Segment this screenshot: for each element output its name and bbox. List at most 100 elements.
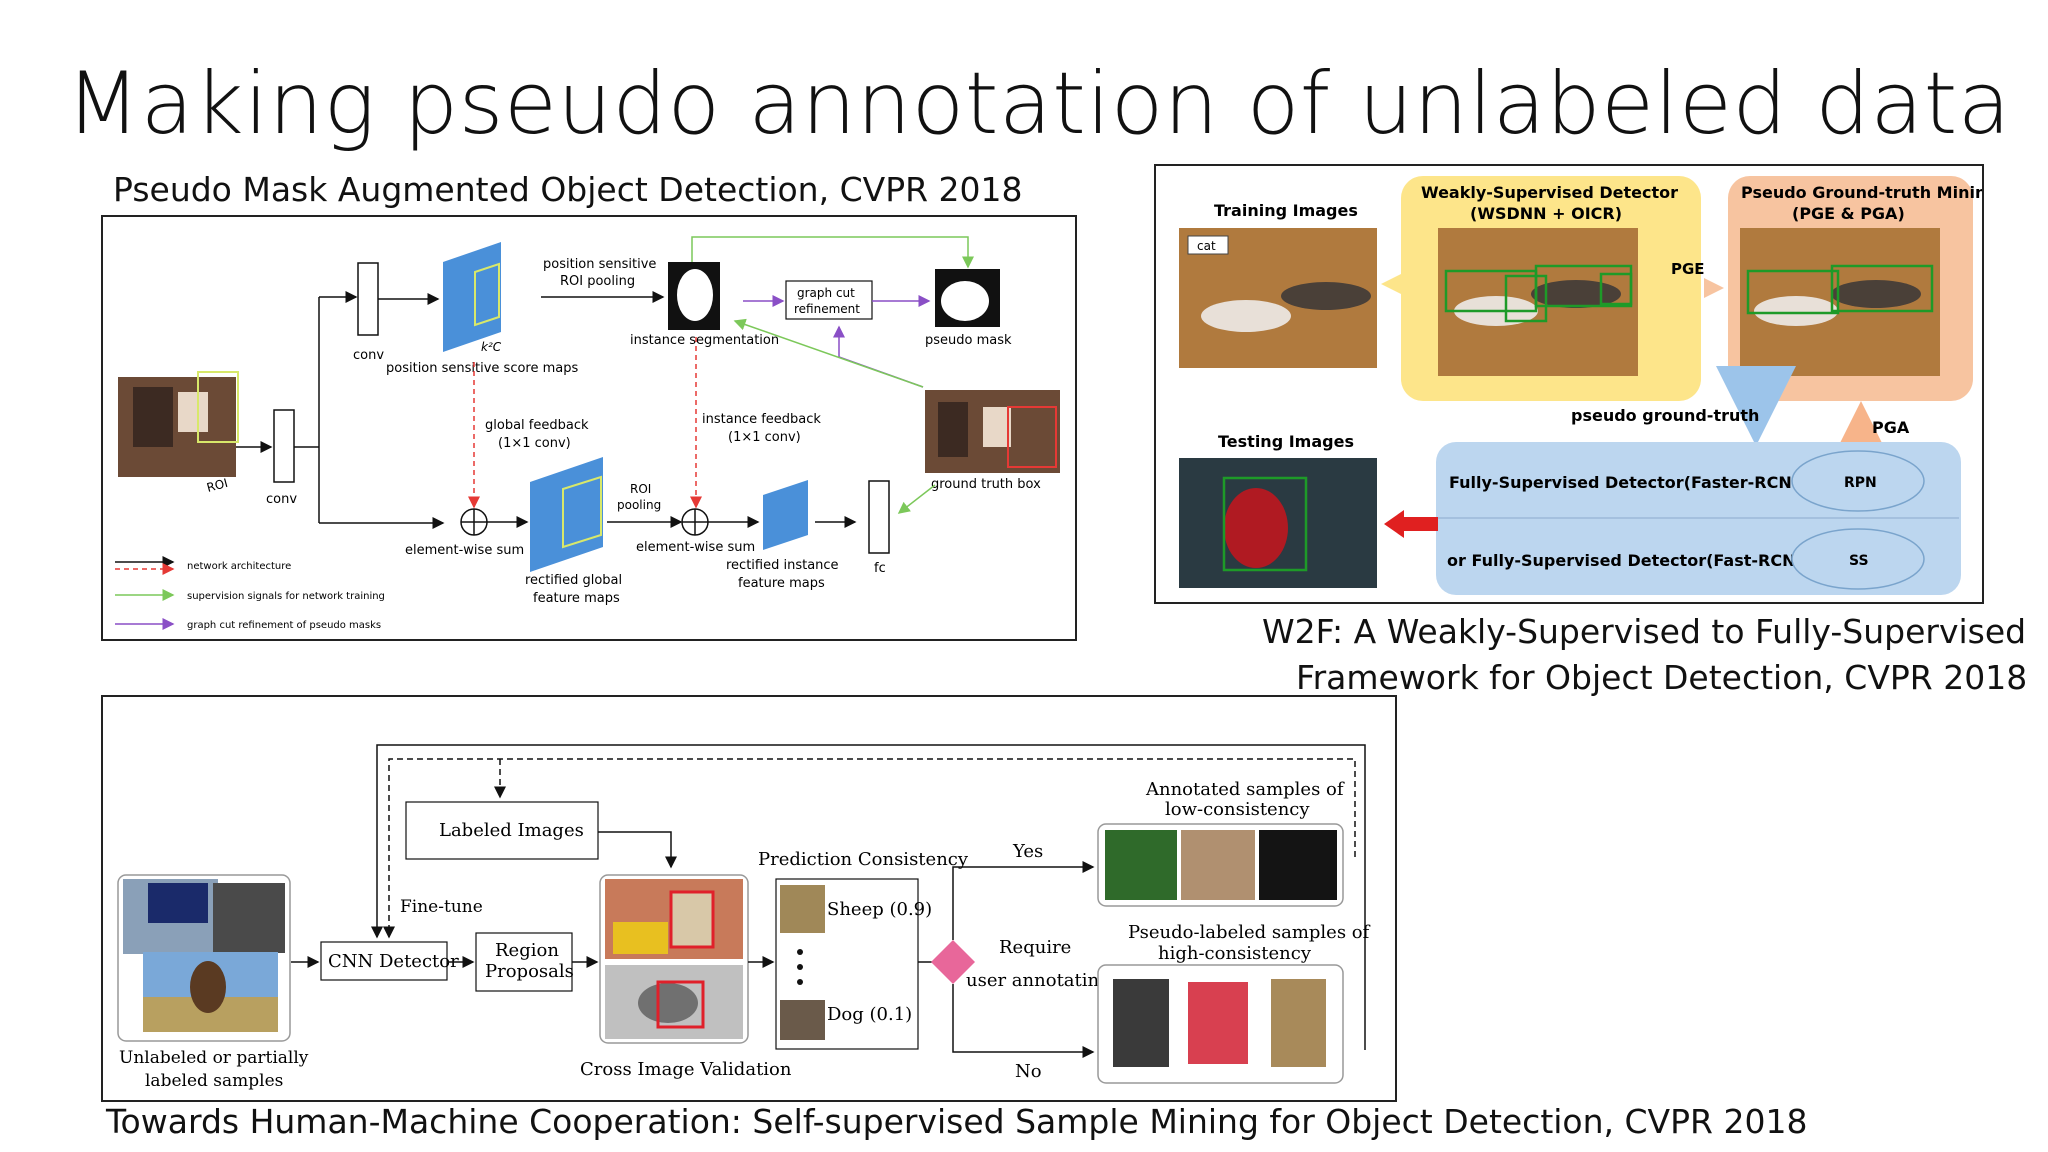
ssm-caption: Towards Human-Machine Cooperation: Self-…	[106, 1102, 1808, 1141]
unlabeled-label-2: labeled samples	[145, 1071, 283, 1091]
global-feedback-1: global feedback	[485, 418, 589, 433]
fc-label: fc	[874, 561, 886, 576]
sheep-label: Sheep (0.9)	[827, 899, 932, 920]
pmaod-caption: Pseudo Mask Augmented Object Detection, …	[113, 170, 1023, 209]
pseudo-label-2: high-consistency	[1158, 943, 1312, 964]
annotated-samples-photos	[1105, 830, 1337, 900]
instance-segmentation-image	[668, 262, 720, 330]
graph-cut-label-1: graph cut	[797, 286, 855, 300]
annotated-label-1: Annotated samples of	[1145, 779, 1345, 800]
ssm-diagram: Labeled Images Fine-tune Unlabeled or pa…	[117, 744, 1371, 1091]
w2f-caption-1: W2F: A Weakly-Supervised to Fully-Superv…	[1262, 612, 2027, 651]
dog-thumb	[780, 1000, 825, 1040]
rectified-global-1: rectified global	[525, 573, 622, 588]
yes-label: Yes	[1012, 841, 1043, 862]
labeled-images-box	[405, 801, 599, 860]
pseudo-label-1: Pseudo-labeled samples of	[1128, 922, 1371, 943]
region-label-2: Proposals	[485, 961, 574, 982]
cat-tag	[1187, 235, 1229, 255]
rectified-global-maps	[530, 457, 603, 572]
elementwise-label-1: element-wise sum	[405, 543, 524, 558]
instance-seg-label: instance segmentation	[630, 333, 779, 348]
cnn-detector-box[interactable]	[320, 941, 448, 981]
ssm-panel: Labeled Images Fine-tune Unlabeled or pa…	[101, 695, 1397, 1102]
ground-truth-image	[925, 390, 1060, 473]
red-arrow	[1402, 517, 1438, 531]
legend-item-arch: network architecture	[187, 561, 291, 572]
weak-title-2: (WSDNN + OICR)	[1470, 204, 1622, 223]
unlabeled-images-photos	[123, 879, 285, 1032]
pseudo-mask-label: pseudo mask	[925, 333, 1012, 348]
rectified-instance-maps	[763, 480, 808, 550]
rpn-label: RPN	[1844, 475, 1877, 491]
w2f-caption-2: Framework for Object Detection, CVPR 201…	[1296, 658, 2028, 697]
cross-image-label: Cross Image Validation	[580, 1059, 792, 1080]
pmaod-diagram: ROI conv conv k²C position sensitive sco…	[115, 236, 1060, 631]
gt-box-label: ground truth box	[931, 477, 1041, 492]
ps-pooling-label-1: position sensitive	[543, 257, 656, 272]
annotated-label-2: low-consistency	[1165, 799, 1310, 820]
region-proposals-box	[475, 932, 573, 992]
legend-item-graphcut: graph cut refinement of pseudo masks	[187, 620, 381, 631]
rectified-instance-1: rectified instance	[726, 558, 839, 573]
weak-detector-image	[1438, 228, 1638, 376]
region-label-1: Region	[495, 940, 559, 961]
fine-tune-label: Fine-tune	[400, 897, 483, 917]
labeled-images-label: Labeled Images	[439, 820, 584, 841]
fully-label-1: Fully-Supervised Detector(Faster-RCNN)	[1449, 473, 1812, 492]
instance-feedback-1: instance feedback	[702, 412, 821, 427]
k2c-label: k²C	[481, 340, 502, 354]
ss-label: SS	[1849, 553, 1869, 569]
sheep-thumb	[780, 885, 825, 933]
graph-cut-label-2: refinement	[794, 302, 860, 316]
fc-block	[868, 480, 890, 554]
prediction-consistency-label: Prediction Consistency	[758, 849, 969, 870]
instance-feedback-2: (1×1 conv)	[728, 430, 801, 445]
pga-label: PGA	[1872, 418, 1910, 437]
testing-image	[1179, 458, 1377, 588]
conv-block-top	[357, 262, 379, 336]
require-label-1: Require	[999, 937, 1071, 958]
pseudo-mask-image	[935, 269, 1000, 327]
testing-images-label: Testing Images	[1218, 432, 1354, 451]
pseudo-gt-label: pseudo ground-truth	[1571, 406, 1759, 425]
global-feedback-2: (1×1 conv)	[498, 436, 571, 451]
graph-cut-box	[785, 280, 873, 320]
mining-title-2: (PGE & PGA)	[1792, 204, 1905, 223]
unlabeled-label-1: Unlabeled or partially	[119, 1048, 309, 1068]
mining-image	[1740, 228, 1940, 376]
pge-label: PGE	[1671, 260, 1705, 278]
w2f-diagram: Training Images cat Weakly-Supervised De…	[1179, 176, 1998, 595]
fully-label-2: or Fully-Supervised Detector(Fast-RCNN)	[1447, 551, 1816, 570]
roi-pooling-1: ROI	[630, 482, 651, 496]
conv-block-left	[273, 409, 295, 483]
conv-top-label: conv	[353, 348, 384, 363]
require-label-2: user annotating?	[966, 970, 1120, 991]
roi-pooling-2: pooling	[617, 498, 661, 512]
pmaod-panel: ROI conv conv k²C position sensitive sco…	[101, 215, 1077, 641]
pseudo-samples-photos	[1113, 979, 1326, 1067]
pmaod-legend: network architecture supervision signals…	[115, 556, 385, 631]
elementwise-label-2: element-wise sum	[636, 540, 755, 555]
score-maps-label: position sensitive score maps	[386, 361, 578, 376]
slide-title: Making pseudo annotation of unlabeled da…	[66, 54, 2011, 154]
score-maps-block	[443, 242, 501, 352]
ss-ellipse	[1791, 528, 1925, 590]
cnn-detector-label: CNN Detector	[328, 951, 459, 972]
cross-image-photos	[605, 879, 743, 1039]
rectified-global-2: feature maps	[533, 591, 620, 606]
w2f-panel: Training Images cat Weakly-Supervised De…	[1154, 164, 1998, 604]
mining-title-1: Pseudo Ground-truth Mining	[1741, 183, 1982, 202]
roi-label: ROI	[205, 476, 229, 495]
training-images-label: Training Images	[1214, 201, 1358, 220]
legend-item-supervision: supervision signals for network training	[187, 591, 385, 602]
conv-left-label: conv	[266, 492, 297, 507]
rpn-ellipse	[1791, 450, 1925, 512]
cat-tag-label: cat	[1197, 239, 1216, 253]
rectified-instance-2: feature maps	[738, 576, 825, 591]
ps-pooling-label-2: ROI pooling	[560, 274, 635, 289]
no-label: No	[1015, 1061, 1042, 1082]
decision-diamond	[931, 940, 975, 984]
dog-label: Dog (0.1)	[827, 1004, 912, 1025]
weak-title-1: Weakly-Supervised Detector	[1421, 183, 1678, 202]
